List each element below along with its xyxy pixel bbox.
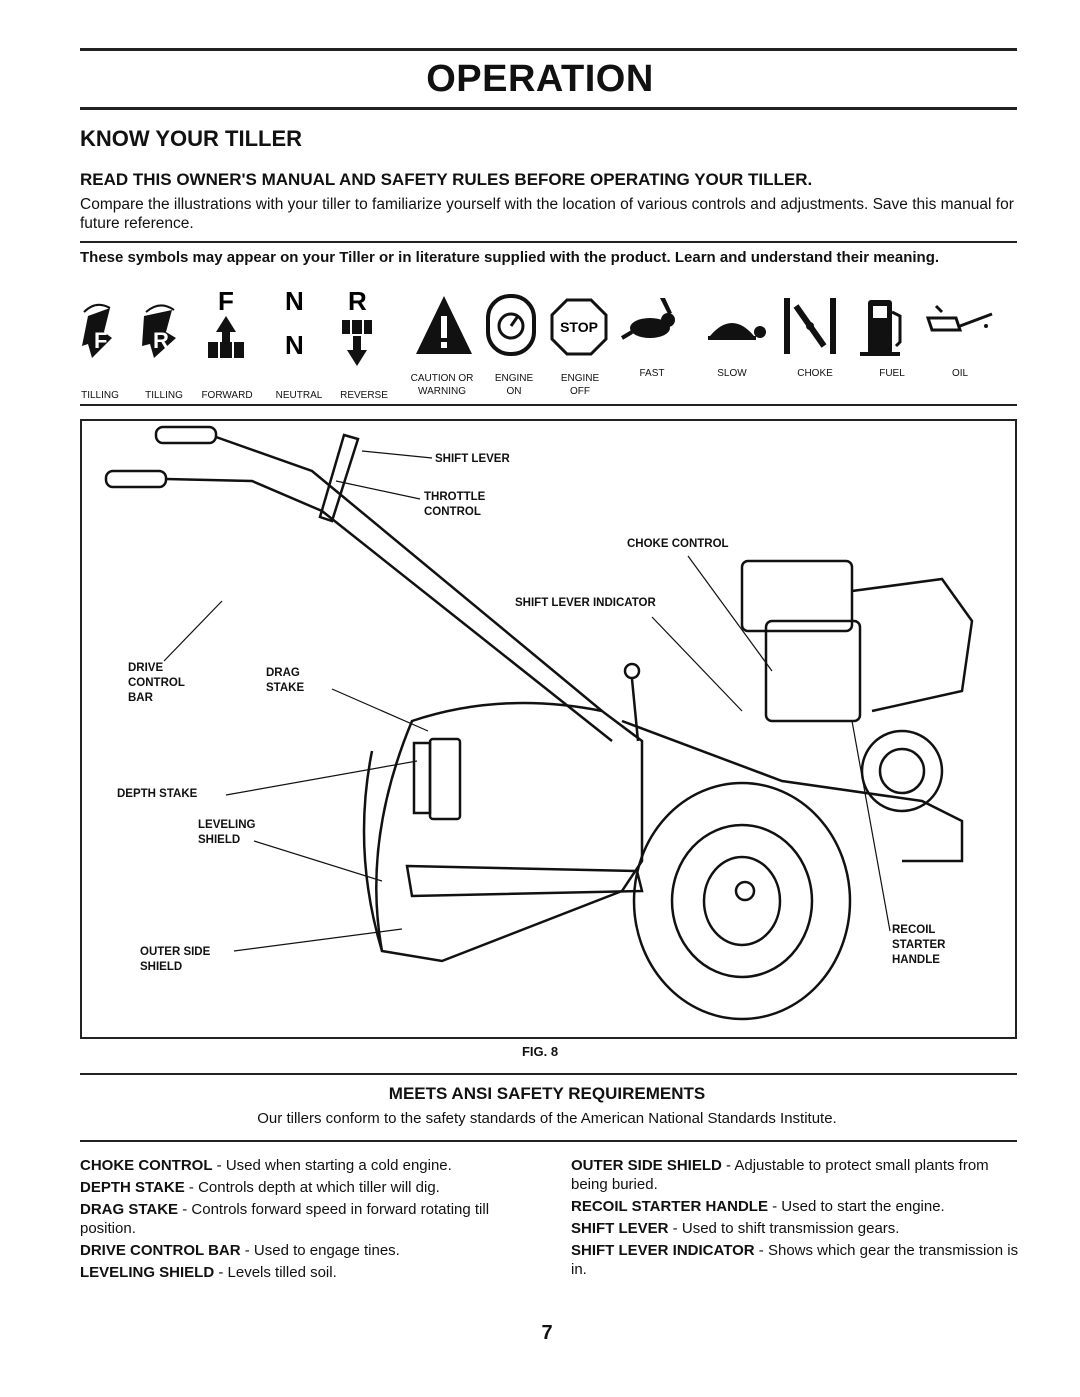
label-drag-stake: DRAG STAKE <box>266 667 305 694</box>
fuel-pump-icon <box>860 300 902 356</box>
symbol-label-neutral: NEUTRAL <box>275 390 323 401</box>
engine-on-icon <box>486 294 536 356</box>
definition-drive-control-bar: DRIVE CONTROL BAR - Used to engage tines… <box>80 1242 400 1259</box>
definition-drag-stake: DRAG STAKE - Controls forward speed in f… <box>80 1201 490 1237</box>
shift-r-glyph: R <box>348 286 367 316</box>
forward-tilling-icon: F <box>82 303 112 358</box>
caution-icon <box>416 296 472 354</box>
depth-stake-leader <box>225 760 418 796</box>
label-depth-stake: DEPTH STAKE <box>117 788 198 800</box>
figure-caption: FIG. 8 <box>521 1044 559 1059</box>
oil-can-icon <box>925 304 993 332</box>
label-drive-control-bar: DRIVE CONTROL BAR <box>128 662 185 704</box>
intro-paragraph: Compare the illustrations with your till… <box>80 196 1014 232</box>
symbol-label-fuel: FUEL <box>879 368 905 379</box>
title-underline <box>80 107 1017 110</box>
shift-lever-leader <box>361 450 433 459</box>
definitions-right: OUTER SIDE SHIELD - Adjustable to protec… <box>571 1156 1019 1282</box>
definition-shift-lever: SHIFT LEVER - Used to shift transmission… <box>571 1220 900 1237</box>
symbol-label-reverse: REVERSE <box>340 390 388 401</box>
symbols-top-rule <box>80 241 1017 243</box>
indicator-leader <box>651 616 743 712</box>
reverse-arrow-icon <box>342 320 372 366</box>
forward-arrow-icon <box>208 316 244 358</box>
symbol-label-forward: FORWARD <box>201 390 253 401</box>
tiller-figure: SHIFT LEVER THROTTLE CONTROL CHOKE CONTR… <box>80 419 1017 1039</box>
label-leveling-shield: LEVELING SHIELD <box>198 819 256 846</box>
ansi-title: MEETS ANSI SAFETY REQUIREMENTS <box>388 1084 706 1103</box>
tiller-illustration <box>104 425 974 1021</box>
leveling-leader <box>253 840 383 882</box>
throttle-leader <box>335 480 421 500</box>
symbol-label-tilling-forward: TILLING <box>81 390 119 401</box>
symbol-label-slow: SLOW <box>717 368 747 379</box>
symbol-label-oil: OIL <box>951 368 969 379</box>
forward-tilling-letter: F <box>94 328 107 353</box>
stop-icon: STOP <box>550 298 608 356</box>
recoil-leader <box>851 720 891 932</box>
read-manual-warning: READ THIS OWNER'S MANUAL AND SAFETY RULE… <box>80 170 813 189</box>
shift-f-glyph: F <box>218 286 234 316</box>
definition-choke-control: CHOKE CONTROL - Used when starting a col… <box>80 1157 452 1174</box>
drive-bar-leader <box>163 600 223 662</box>
definition-outer-side-shield: OUTER SIDE SHIELD - Adjustable to protec… <box>571 1157 989 1193</box>
page-title: OPERATION <box>426 58 654 100</box>
ansi-top-rule <box>80 1073 1017 1075</box>
ansi-text: Our tillers conform to the safety standa… <box>257 1110 837 1127</box>
svg-text:STOP: STOP <box>560 319 598 335</box>
reverse-tilling-icon: R <box>142 304 176 358</box>
label-throttle-control: THROTTLE CONTROL <box>424 491 486 518</box>
drag-stake-leader <box>331 688 429 732</box>
label-shift-lever: SHIFT LEVER <box>435 453 510 465</box>
symbol-label-fast: FAST <box>639 368 665 379</box>
symbols-intro: These symbols may appear on your Tiller … <box>80 249 940 266</box>
section-title: KNOW YOUR TILLER <box>80 126 303 151</box>
label-shift-lever-indicator: SHIFT LEVER INDICATOR <box>515 597 656 609</box>
outer-shield-leader <box>233 928 403 952</box>
page-number: 7 <box>541 1322 553 1344</box>
label-choke-control: CHOKE CONTROL <box>627 538 729 550</box>
choke-leader <box>687 555 773 672</box>
symbol-label-tilling-reverse: TILLING <box>145 390 183 401</box>
definitions-left: CHOKE CONTROL - Used when starting a col… <box>80 1156 530 1285</box>
symbols-bottom-rule <box>80 404 1017 406</box>
label-recoil-starter-handle: RECOIL STARTER HANDLE <box>892 924 946 966</box>
symbols-strip: F R F N R N STOP <box>82 286 993 366</box>
turtle-icon <box>708 323 766 340</box>
shift-n-glyph: N <box>285 286 304 316</box>
ansi-bottom-rule <box>80 1140 1017 1142</box>
definition-depth-stake: DEPTH STAKE - Controls depth at which ti… <box>80 1179 440 1196</box>
label-outer-side-shield: OUTER SIDE SHIELD <box>140 946 211 973</box>
definition-recoil-starter-handle: RECOIL STARTER HANDLE - Used to start th… <box>571 1198 945 1215</box>
choke-icon <box>784 298 836 354</box>
definition-leveling-shield: LEVELING SHIELD - Levels tilled soil. <box>80 1264 337 1281</box>
symbol-label-choke: CHOKE <box>797 368 833 379</box>
neutral-icon: N <box>285 330 304 360</box>
top-rule <box>80 48 1017 51</box>
rabbit-icon <box>620 298 675 340</box>
symbol-label-engine-off: ENGINE OFF <box>560 373 600 397</box>
symbol-label-engine-on: ENGINE ON <box>494 373 534 397</box>
definition-shift-lever-indicator: SHIFT LEVER INDICATOR - Shows which gear… <box>571 1242 1019 1278</box>
symbol-label-caution: CAUTION OR WARNING <box>410 373 474 397</box>
reverse-tilling-letter: R <box>153 328 169 353</box>
